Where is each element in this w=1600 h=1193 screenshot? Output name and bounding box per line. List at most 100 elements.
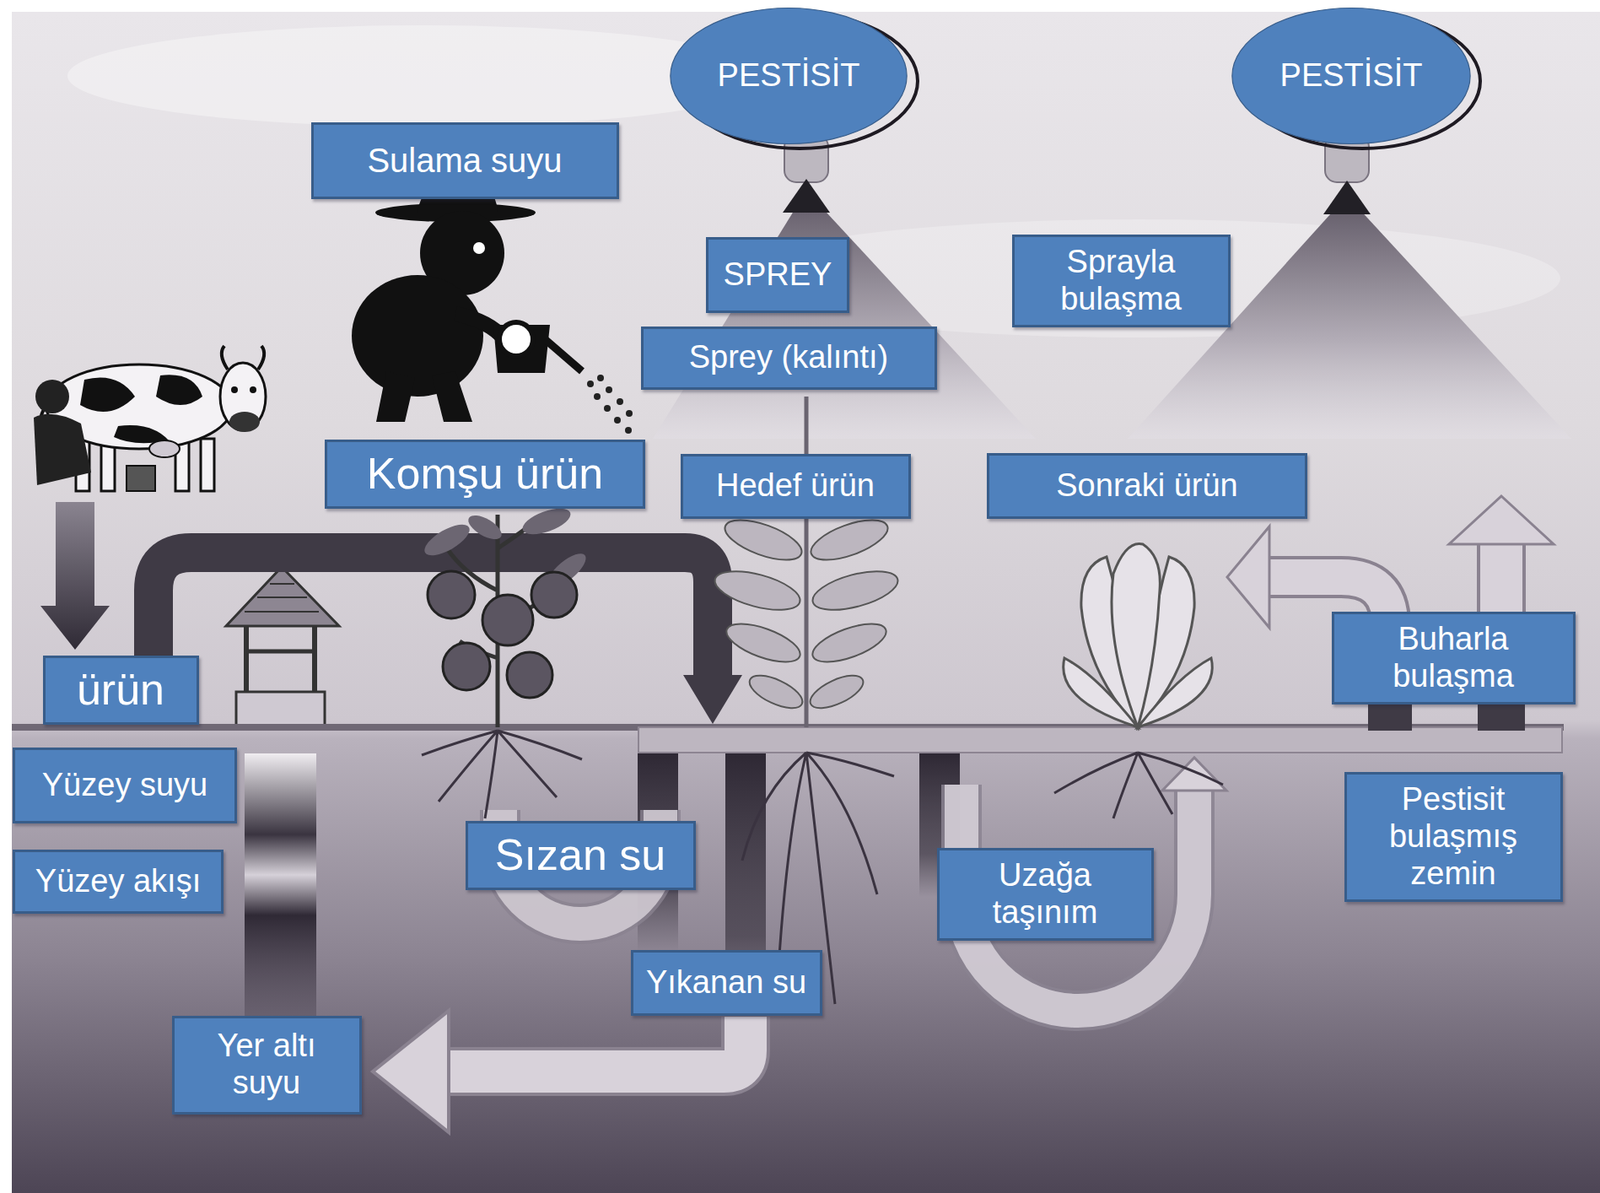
tomato-plant — [420, 502, 592, 728]
box-label: SPREY — [718, 256, 837, 294]
cow-leg — [200, 438, 215, 491]
nozzle-tip — [1323, 180, 1371, 215]
milk-bucket — [126, 465, 156, 491]
water-drop — [593, 393, 601, 400]
lettuce — [1063, 543, 1213, 728]
plant-leaf — [720, 511, 808, 569]
tomato-leaf — [420, 518, 475, 562]
farmer-eye — [473, 242, 485, 254]
box-label: Buharla bulaşma — [1344, 620, 1563, 695]
water-drops — [587, 374, 633, 434]
pathway-box: ürün — [43, 655, 200, 725]
well-rim — [236, 691, 325, 728]
pathway-box: Hedef ürün — [680, 453, 911, 519]
tomato-leaf — [519, 502, 575, 539]
well-shaft — [244, 753, 317, 1024]
box-label: PESTİSİT — [1263, 57, 1439, 95]
box-label: Yüzey akışı — [25, 862, 211, 900]
water-drop — [587, 380, 594, 388]
tomato — [482, 594, 534, 646]
pathway-box: Sızan su — [465, 820, 696, 890]
pathway-box: Sulama suyu — [311, 122, 620, 200]
box-label: Yer altı suyu — [184, 1027, 350, 1101]
vapour-arrow-head — [1227, 526, 1270, 628]
target-plant — [711, 396, 902, 728]
box-label: Sprey (kalıntı) — [653, 339, 925, 377]
irrigation-pipe-head — [683, 674, 743, 724]
box-label: Uzağa taşınım — [949, 856, 1142, 931]
farmer-body — [351, 274, 484, 397]
pathway-box: Sprayla bulaşma — [1012, 234, 1231, 327]
farmer-leg — [431, 371, 473, 422]
box-label: Sızan su — [478, 829, 684, 881]
pathway-box: Komşu ürün — [324, 439, 646, 509]
groundwater-arrow-head — [372, 1010, 449, 1132]
tomato-stem — [447, 514, 559, 728]
pathway-box: Uzağa taşınım — [937, 847, 1154, 940]
plant-leaf — [808, 563, 902, 618]
ellipse-shape — [1232, 7, 1471, 144]
flow-arrow — [40, 501, 110, 650]
tomato — [427, 571, 475, 619]
watering-can-spout — [544, 339, 582, 372]
cow-horns — [221, 345, 264, 370]
pathway-box: Yüzey akışı — [12, 849, 224, 914]
water-drop — [624, 426, 632, 434]
cow-eye — [249, 386, 257, 394]
milker-head — [35, 379, 70, 414]
nozzle-tip — [782, 178, 830, 213]
cloud — [67, 25, 776, 127]
groundwater-arrow — [447, 1016, 746, 1072]
box-label: Yıkanan su — [643, 964, 810, 1002]
cow-muzzle — [229, 411, 260, 432]
groundwater-arrow — [447, 1016, 746, 1072]
lettuce-leaf — [1063, 657, 1138, 728]
lettuce-leaf — [1111, 543, 1160, 728]
lettuce-roots — [1054, 752, 1223, 819]
pesticide-ellipse: PESTİSİT — [668, 5, 910, 146]
plant-leaf — [711, 563, 804, 618]
pathway-box: Yüzey suyu — [12, 747, 238, 824]
spray-cone — [652, 190, 1036, 439]
irrigation-pipe — [153, 552, 713, 728]
tomato — [442, 642, 491, 690]
water-drop — [597, 374, 604, 382]
cow-eye — [231, 386, 238, 394]
well-windlass — [246, 649, 315, 654]
watering-can-rose — [499, 322, 534, 356]
plant-leaf — [808, 615, 891, 669]
pathway-box: Yer altı suyu — [172, 1015, 362, 1115]
box-label: Yüzey suyu — [25, 766, 225, 804]
box-label: Sulama suyu — [323, 140, 607, 180]
plant-leaf — [721, 615, 805, 669]
farmer-leg — [376, 371, 415, 422]
cow-spot — [156, 374, 203, 405]
box-label: Sonraki ürün — [999, 467, 1295, 505]
box-label: Sprayla bulaşma — [1024, 243, 1218, 318]
box-label: Hedef ürün — [693, 467, 899, 505]
pathway-box: Yıkanan su — [630, 949, 823, 1016]
water-drop — [614, 416, 621, 424]
well-roof-lines — [244, 583, 319, 612]
vapour-arrow-head — [1449, 495, 1554, 545]
cow-udder — [149, 440, 180, 458]
tomato-leaf — [464, 510, 506, 544]
pathway-box: Sprey (kalıntı) — [641, 326, 938, 390]
pathway-box: Pestisit bulaşmış zemin — [1344, 771, 1563, 901]
tomato-roots — [421, 730, 582, 819]
plant-leaf — [805, 668, 868, 715]
ellipse-shape — [670, 7, 907, 144]
box-label: Komşu ürün — [337, 448, 633, 500]
tomato — [531, 571, 577, 618]
plant-leaf — [744, 668, 807, 715]
well-roof — [226, 566, 340, 626]
cow-spot — [80, 377, 135, 413]
roots — [421, 730, 1223, 1013]
water-drop — [603, 404, 611, 412]
box-label: PESTİSİT — [701, 57, 876, 95]
background — [11, 11, 1600, 1193]
plant-stem — [804, 396, 809, 728]
box-label: ürün — [55, 664, 187, 716]
